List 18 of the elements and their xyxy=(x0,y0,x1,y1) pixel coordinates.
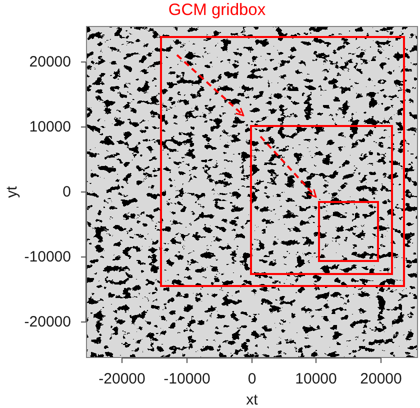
axis-tick-label: 20000 xyxy=(29,54,71,70)
dashed-arrow xyxy=(260,136,317,198)
axis-tick-label: -20000 xyxy=(24,314,71,330)
axis-tick-label: 0 xyxy=(62,184,71,200)
domain-outline xyxy=(250,124,392,274)
axis-tick-label: 0 xyxy=(248,372,256,386)
plot-title: GCM gridbox xyxy=(168,2,266,18)
axis-tick-label: -10000 xyxy=(164,372,210,386)
axis-title: yt xyxy=(4,186,20,198)
axis-tick-label: 10000 xyxy=(295,372,337,386)
domain-outline xyxy=(318,201,379,262)
dashed-arrow xyxy=(176,54,244,116)
axis-tick-label: -10000 xyxy=(24,250,71,264)
axis-tick-label: 10000 xyxy=(29,120,71,134)
axis-title: xt xyxy=(246,392,258,408)
axis-tick-label: -20000 xyxy=(98,372,146,386)
domain-outline xyxy=(160,36,405,287)
axis-tick-label: 20000 xyxy=(360,372,402,386)
